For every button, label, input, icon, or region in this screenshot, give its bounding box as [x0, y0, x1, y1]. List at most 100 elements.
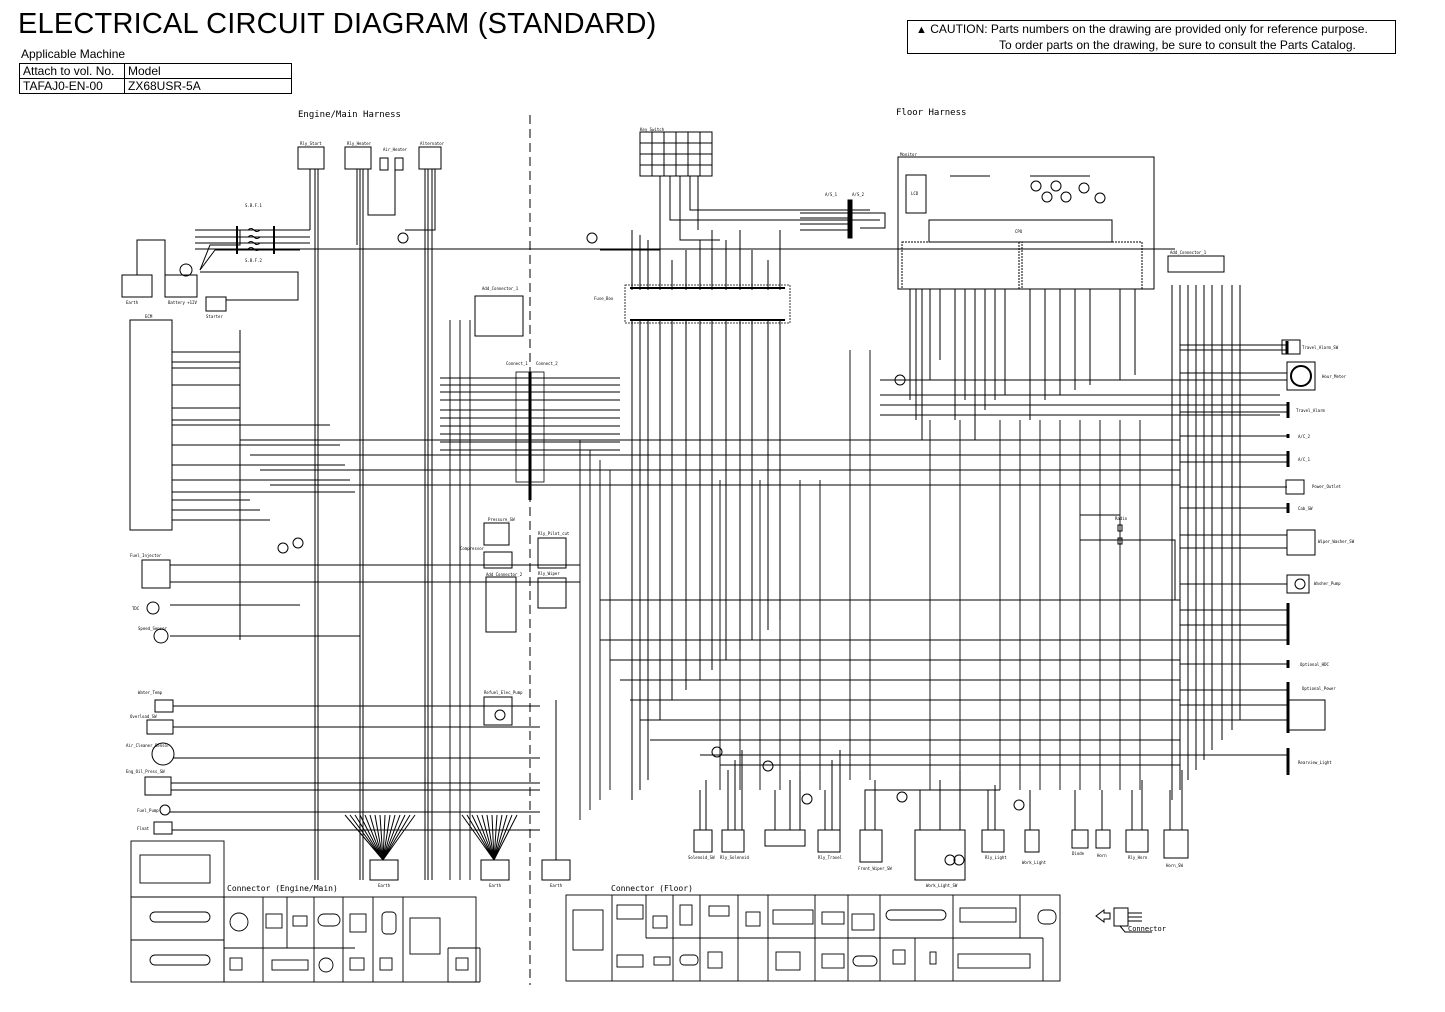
a-s-connector — [847, 199, 853, 239]
monitor-box — [897, 156, 1155, 290]
battery-terminal — [179, 263, 193, 277]
rear-view-light-wires — [1080, 514, 1176, 600]
earth-label-2: Earth — [378, 883, 391, 888]
bottom-relay-wires — [699, 750, 1183, 830]
cab-sw-label: Cab_SW — [1298, 506, 1313, 511]
caution-line-2: To order parts on the drawing, be sure t… — [999, 38, 1356, 52]
compressor-box — [483, 551, 513, 569]
air-heater-1 — [379, 157, 389, 171]
ecm-wires — [172, 330, 355, 640]
add-connector-1-label: Add_Connector_1 — [482, 286, 519, 291]
junction-e — [894, 374, 906, 386]
add-connector-floor-label: Add_Connector_1 — [1170, 250, 1207, 255]
a-s-2-label: A/S_2 — [852, 192, 865, 197]
earth-box-3 — [541, 859, 571, 881]
overload-sw-label: Overload_SW — [130, 714, 157, 719]
rly-wiper-box — [537, 577, 567, 609]
rly-travel-label: Rly_Travel — [818, 855, 843, 860]
ecm-box — [129, 319, 173, 531]
solenoid-sw-label: Solenoid_SW — [688, 855, 715, 860]
connector-floor-label: Connector (Floor) — [611, 884, 693, 893]
page-title: ELECTRICAL CIRCUIT DIAGRAM (STANDARD) — [18, 8, 657, 40]
connect-1-block — [440, 371, 620, 500]
connector-legend-label: Connector — [1128, 925, 1166, 933]
junction-d — [292, 537, 304, 549]
machine-table-vol-value: TAFAJ0-EN-00 — [19, 78, 125, 94]
fuse-box-1-label: S.B.F.1 — [245, 203, 262, 208]
power-outlet-box — [1285, 479, 1305, 495]
refuel-elec-pump-box — [483, 696, 513, 726]
engine-main-harness-label: Engine/Main Harness — [298, 110, 401, 120]
diode-label: Diode — [1072, 851, 1085, 856]
left-sensor-wires — [170, 564, 580, 831]
battery-label: Battery +12V — [168, 300, 197, 305]
water-temp-box — [154, 699, 174, 713]
ecm-label: ECM — [145, 314, 153, 319]
bottom-relays — [693, 829, 1189, 881]
travel-alarm-sw-box — [1281, 339, 1301, 355]
connector-table-engine — [130, 840, 481, 983]
rly-start-label: Rly_Start — [300, 141, 322, 146]
tdc-label: TDC — [132, 606, 140, 611]
refuel-elec-pump-label: Refuel_Elec_Pump — [484, 690, 523, 695]
rear-view-light-label: Rearview_Light — [1298, 760, 1332, 765]
work-light-label: Work_Light — [1022, 860, 1047, 865]
refuel-pump-motor — [494, 709, 506, 721]
floor-harness-label: Floor Harness — [896, 108, 966, 118]
machine-table-model-value: ZX68USR-5A — [124, 78, 292, 94]
washer-pump-motor — [1294, 578, 1306, 590]
fuse-box-2-label: S.B.F.2 — [245, 258, 262, 263]
cpu-label: CPU — [1015, 229, 1023, 234]
radio-label: Radio — [1115, 516, 1128, 521]
alternator-box — [418, 146, 442, 170]
washer-pump-box — [1286, 574, 1310, 594]
machine-table: Attach to vol. No. Model TAFAJ0-EN-00 ZX… — [19, 63, 292, 94]
starter-box — [205, 296, 227, 312]
speed-sensor-label: Speed_Sensor — [138, 626, 167, 631]
wiper-washer-sw-box — [1286, 529, 1316, 556]
earth-wire — [136, 239, 166, 275]
alternator-label: Alternator — [420, 141, 445, 146]
washer-pump-label: Washer_Pump — [1314, 581, 1341, 586]
float-label: Float — [137, 826, 150, 831]
float-box — [153, 821, 173, 835]
air-cleaner-sensor — [151, 742, 175, 766]
connector-table-floor — [565, 894, 1061, 982]
fuse-box-wires — [631, 230, 781, 800]
overload-sw-box — [146, 719, 174, 735]
battery-box — [164, 274, 198, 298]
pressure-sw-label: Pressure_SW — [488, 517, 515, 522]
optional-hdc-label: Optional_HDC — [1300, 662, 1329, 667]
travel-alarm-sw-label: Travel_Alarm_SW — [1302, 345, 1339, 350]
a-c-2-label: A/C_2 — [1298, 434, 1311, 439]
hour-meter-dial — [1290, 365, 1312, 387]
monitor-2-block — [1021, 241, 1143, 290]
junction-c — [277, 542, 289, 554]
fuel-pump-label: Fuel_Pump — [137, 808, 159, 813]
rly-start-box — [297, 146, 325, 170]
wiper-washer-sw-label: Wiper_Washer_SW — [1318, 539, 1355, 544]
power-outlet-label: Power_Outlet — [1312, 484, 1341, 489]
add-connector-2 — [485, 576, 517, 633]
earth-fan-1 — [344, 814, 416, 881]
earth-box — [121, 274, 153, 298]
hour-meter-label: Hour_Meter — [1322, 374, 1347, 379]
hour-meter-box — [1286, 361, 1316, 391]
harness-grid — [240, 320, 1180, 880]
rly-wiper-label: Rly_Wiper — [538, 571, 560, 576]
junction-a — [397, 232, 409, 244]
rly-pilot-cut-box — [537, 537, 567, 569]
work-light-sw-label: Work_Light_SW — [926, 883, 958, 888]
rly-heater-label: Rly_Heater — [347, 141, 372, 146]
rly-solenoid-label: Rly_Solenoid — [720, 855, 749, 860]
pressure-sw-box — [483, 522, 510, 546]
monitor-1-block — [901, 241, 1020, 290]
earth-label-3: Earth — [489, 883, 502, 888]
earth-fan-2 — [461, 814, 518, 881]
air-heater-2 — [394, 157, 404, 171]
tdc-sensor — [146, 601, 160, 615]
speed-sensor — [153, 628, 169, 644]
key-switch-label: Key_Switch — [640, 127, 665, 132]
monitor-indicators — [950, 175, 1106, 204]
